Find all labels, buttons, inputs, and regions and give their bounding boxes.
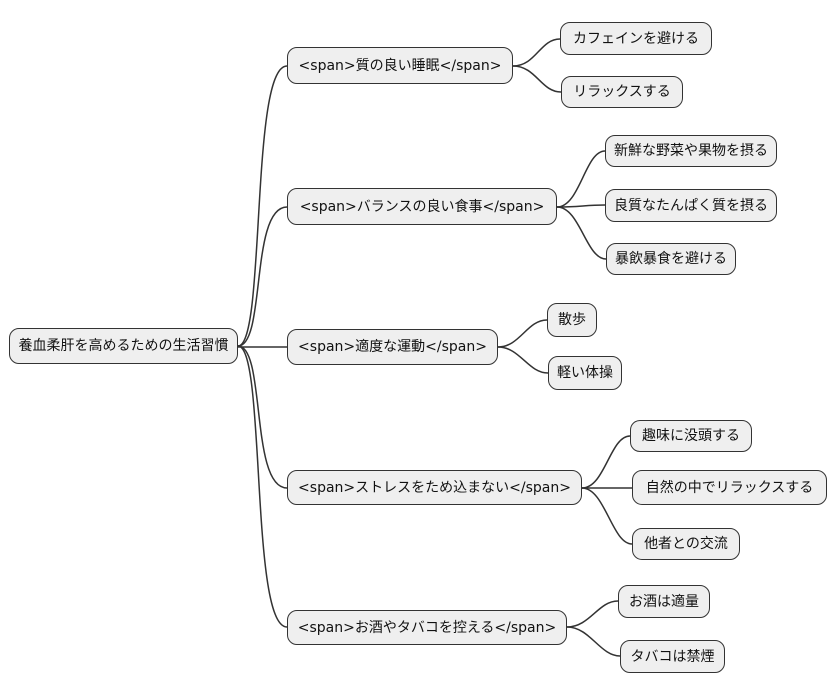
edge-exercise-walk [497, 319, 548, 348]
edge-diet-protein [556, 204, 606, 208]
node-leaf-quality-protein: 良質なたんぱく質を摂る [605, 189, 777, 222]
node-branch-exercise: <span>適度な運動</span> [287, 329, 498, 365]
node-leaf-social-interaction: 他者との交流 [632, 528, 740, 560]
node-branch-alcohol-tobacco: <span>お酒やタバコを控える</span> [287, 610, 567, 645]
node-leaf-moderate-alcohol: お酒は適量 [618, 585, 710, 618]
node-leaf-avoid-overeating: 暴飲暴食を避ける [606, 243, 736, 275]
node-leaf-walk: 散歩 [547, 303, 597, 337]
node-branch-sleep: <span>質の良い睡眠</span> [287, 47, 513, 84]
edge-alcohol-moderate [566, 600, 619, 628]
edge-sleep-caffeine [512, 38, 561, 67]
edge-root-branch-alcohol [237, 345, 288, 628]
edge-diet-overeating [556, 206, 607, 260]
edge-root-branch-stress [237, 345, 288, 489]
edge-diet-vegetables [556, 150, 606, 208]
node-root: 養血柔肝を高めるための生活習慣 [9, 328, 238, 364]
edge-stress-hobby [581, 435, 631, 489]
node-branch-diet: <span>バランスの良い食事</span> [287, 188, 557, 225]
edge-exercise-gymnastics [497, 346, 549, 374]
edge-root-branch-sleep [237, 65, 288, 347]
edge-root-branch-diet [237, 206, 288, 347]
node-leaf-avoid-caffeine: カフェインを避ける [560, 22, 712, 55]
edge-sleep-relax [512, 65, 562, 93]
edge-stress-social [581, 487, 633, 545]
node-leaf-fresh-vegetables: 新鮮な野菜や果物を摂る [605, 135, 777, 167]
node-leaf-relax: リラックスする [561, 76, 683, 108]
node-leaf-light-gymnastics: 軽い体操 [548, 356, 622, 390]
node-leaf-no-smoking: タバコは禁煙 [620, 640, 725, 673]
node-branch-stress: <span>ストレスをため込まない</span> [287, 470, 582, 505]
node-leaf-relax-in-nature: 自然の中でリラックスする [632, 470, 827, 505]
node-leaf-hobby: 趣味に没頭する [630, 420, 752, 452]
edge-alcohol-nosmoking [566, 626, 621, 657]
